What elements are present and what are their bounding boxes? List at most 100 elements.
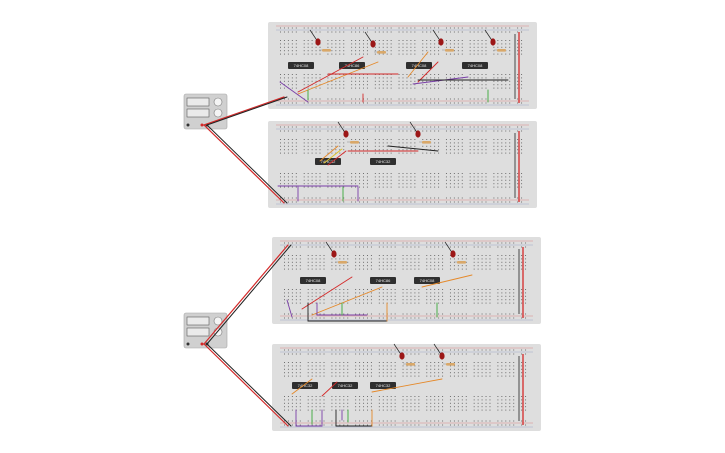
led-assembly[interactable] (337, 121, 359, 144)
purple-wire[interactable] (412, 76, 469, 85)
rail-hole (461, 201, 463, 203)
terminal-hole (402, 43, 404, 45)
ic-chip[interactable]: 74HC08 (300, 277, 326, 284)
orange-wire[interactable] (291, 378, 313, 395)
supply-wire-black[interactable] (206, 124, 288, 204)
rail-hole (513, 353, 515, 355)
terminal-hole (485, 409, 487, 411)
red-wire[interactable] (417, 61, 439, 83)
supply-wire-black[interactable] (206, 244, 292, 345)
led-assembly[interactable] (393, 343, 415, 366)
led[interactable] (450, 250, 456, 258)
red-wire[interactable] (321, 381, 338, 397)
led-assembly[interactable] (364, 31, 386, 54)
ic-chip[interactable]: 74HC86 (370, 277, 396, 284)
led[interactable] (438, 38, 444, 46)
terminal-hole (497, 149, 499, 151)
ic-chip[interactable]: 74HC32 (332, 382, 358, 389)
orange-wire[interactable] (297, 61, 379, 95)
supply-wire-black[interactable] (206, 343, 292, 427)
knob-icon[interactable] (213, 316, 223, 326)
resistor[interactable] (377, 51, 386, 54)
terminal-icon[interactable] (186, 342, 190, 346)
led-assembly[interactable] (484, 29, 506, 52)
ic-chip[interactable]: 74HC32 (370, 382, 396, 389)
led[interactable] (415, 130, 421, 138)
red-wire[interactable] (327, 150, 347, 166)
terminal-hole (477, 399, 479, 401)
ic-chip[interactable]: 74HC08 (288, 62, 314, 69)
supply-wire-red[interactable] (203, 124, 285, 204)
knob-icon[interactable] (213, 108, 223, 118)
rail-hole (414, 242, 416, 244)
terminal-hole (295, 295, 297, 297)
orange-wire[interactable] (421, 274, 473, 288)
orange-wire[interactable] (311, 286, 383, 316)
resistor[interactable] (497, 49, 506, 52)
resistor[interactable] (445, 49, 454, 52)
resistor[interactable] (338, 261, 347, 264)
led[interactable] (331, 250, 337, 258)
purple-wire[interactable] (286, 299, 293, 318)
resistor[interactable] (322, 49, 331, 52)
terminal-hole (347, 406, 349, 408)
terminal-icon[interactable] (186, 123, 190, 127)
rail-hole (430, 197, 432, 199)
led[interactable] (370, 40, 376, 48)
led[interactable] (439, 352, 445, 360)
yellow-wire[interactable] (323, 148, 343, 164)
terminal-icon[interactable] (200, 342, 204, 346)
led[interactable] (343, 130, 349, 138)
rail-hole (481, 130, 483, 132)
terminal-hole (477, 258, 479, 260)
power-supply[interactable] (183, 93, 228, 130)
led[interactable] (490, 38, 496, 46)
led-assembly[interactable] (409, 121, 431, 144)
led-assembly[interactable] (433, 343, 455, 366)
red-wire[interactable] (301, 276, 353, 310)
ic-chip[interactable]: 74HC32 (370, 158, 396, 165)
power-supply[interactable] (183, 312, 228, 349)
led[interactable] (315, 38, 321, 46)
led-assembly[interactable] (325, 241, 347, 264)
terminal-hole (481, 50, 483, 52)
supply-wire-black[interactable] (206, 96, 288, 126)
purple-wire[interactable] (279, 81, 309, 103)
rail-hole (513, 420, 515, 422)
led-assembly[interactable] (309, 29, 331, 52)
orange-wire[interactable] (371, 378, 443, 393)
black-wire[interactable] (387, 145, 439, 152)
rail-hole (525, 424, 527, 426)
supply-wire-red[interactable] (203, 244, 289, 345)
orange-wire[interactable] (407, 51, 429, 78)
terminal-hole (378, 289, 380, 290)
resistor[interactable] (422, 141, 431, 144)
ic-chip[interactable]: 74HC86 (339, 62, 365, 69)
resistor[interactable] (350, 141, 359, 144)
knob-icon[interactable] (213, 97, 223, 107)
resistor[interactable] (457, 261, 466, 264)
rail-hole (457, 130, 459, 132)
terminal-icon[interactable] (200, 123, 204, 127)
orange-wire[interactable] (319, 145, 339, 162)
led-assembly[interactable] (444, 241, 466, 264)
terminal-hole (489, 362, 491, 363)
terminal-hole (291, 375, 293, 377)
terminal-hole (378, 53, 380, 55)
ic-chip[interactable]: 74HC08 (462, 62, 488, 69)
red-wire[interactable] (297, 56, 364, 93)
terminal-hole (394, 295, 396, 297)
rail-hole (509, 197, 511, 199)
led-assembly[interactable] (432, 29, 454, 52)
rail-hole (521, 130, 523, 132)
resistor[interactable] (446, 363, 455, 366)
ic-chip[interactable]: 74HC32 (292, 382, 318, 389)
ic-chip[interactable]: 74HC08 (406, 62, 432, 69)
terminal-hole (410, 149, 412, 151)
ic-chip[interactable]: 74HC32 (315, 158, 341, 165)
resistor[interactable] (406, 363, 415, 366)
ic-chip[interactable]: 74HC08 (414, 277, 440, 284)
supply-wire-red[interactable] (203, 343, 289, 427)
supply-wire-red[interactable] (203, 96, 285, 126)
led[interactable] (399, 352, 405, 360)
